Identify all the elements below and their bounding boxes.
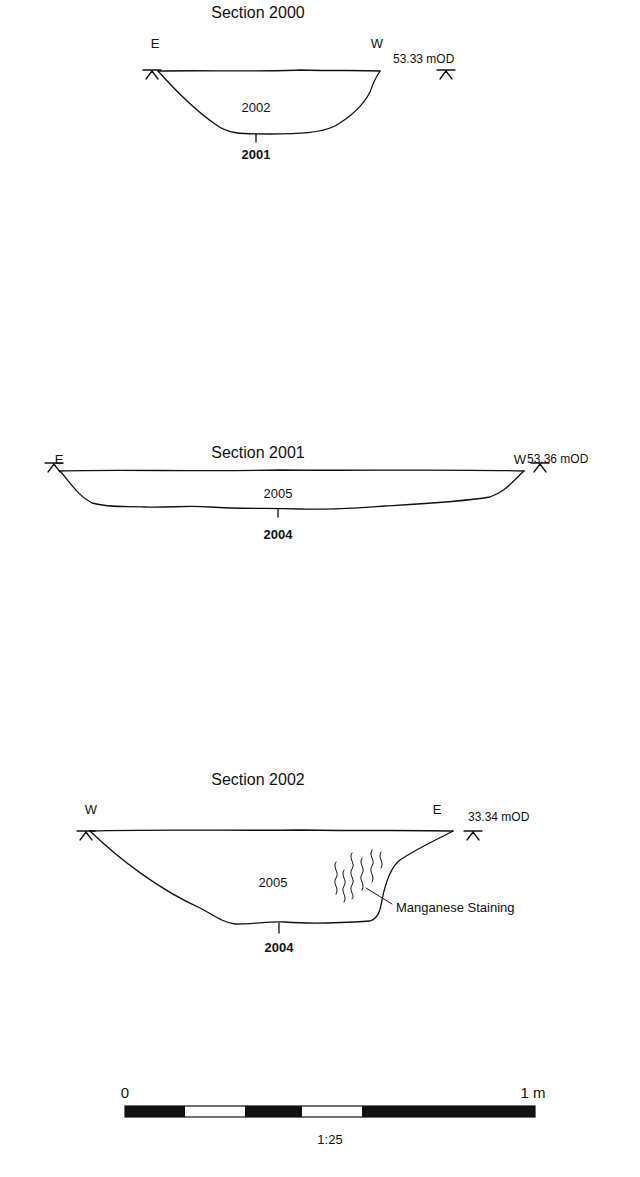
ground-line — [60, 470, 524, 471]
context-number: 2004 — [265, 941, 294, 955]
datum-symbol — [143, 70, 161, 79]
context-tick — [255, 134, 256, 142]
context-number: 2001 — [242, 148, 271, 162]
ground-line — [158, 70, 380, 71]
ground-line — [90, 830, 453, 831]
context-number: 2005 — [264, 487, 293, 501]
orientation-label: W — [371, 37, 383, 51]
cut-outline — [158, 71, 380, 134]
section-title: Section 2001 — [211, 444, 304, 462]
orientation-label: E — [433, 803, 442, 817]
context-tick — [277, 509, 278, 517]
level-label: 53.36 mOD — [527, 453, 588, 466]
scale-label: 1 m — [520, 1085, 545, 1102]
section-title: Section 2002 — [211, 771, 304, 789]
datum-symbol — [77, 831, 95, 840]
orientation-label: W — [514, 453, 526, 467]
cut-outline — [60, 471, 524, 509]
orientation-label: E — [55, 453, 64, 467]
context-tick — [278, 923, 279, 933]
datum-symbol — [464, 831, 482, 840]
context-number: 2004 — [264, 528, 293, 542]
context-number: 2005 — [259, 876, 288, 890]
manganese-staining — [335, 850, 382, 902]
callout-label: Manganese Staining — [396, 901, 515, 915]
datum-symbol — [437, 70, 455, 79]
orientation-label: E — [151, 37, 160, 51]
section-title: Section 2000 — [211, 4, 304, 22]
scale-bar — [125, 1106, 535, 1117]
scale-ratio: 1:25 — [317, 1133, 342, 1147]
leader-line — [366, 888, 392, 904]
context-number: 2002 — [242, 101, 271, 115]
scale-label: 0 — [121, 1085, 129, 1102]
level-label: 33.34 mOD — [468, 811, 529, 824]
level-label: 53.33 mOD — [393, 53, 454, 66]
orientation-label: W — [85, 803, 97, 817]
